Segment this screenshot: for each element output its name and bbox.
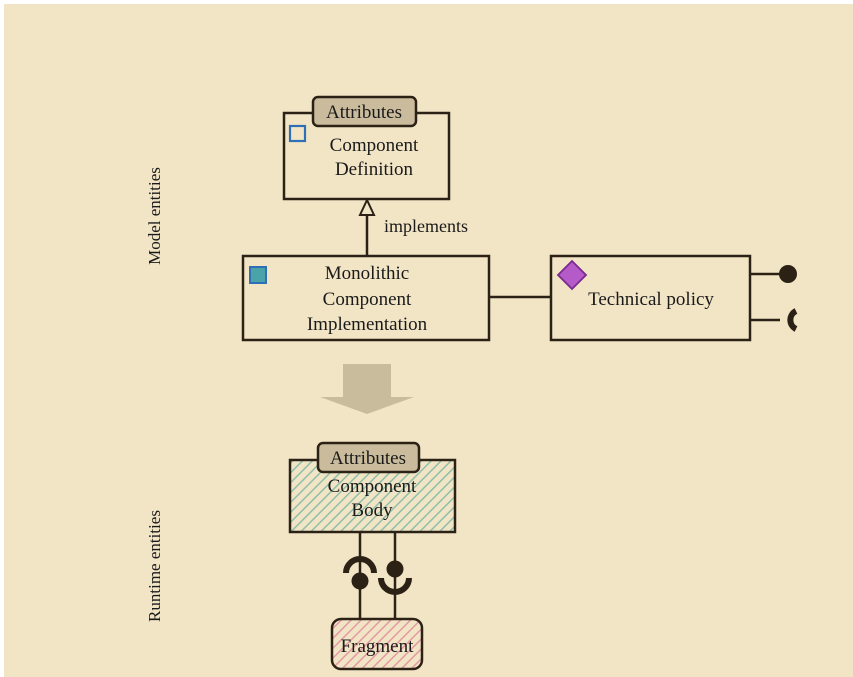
definition-attributes-badge: Attributes: [311, 95, 418, 128]
component-definition-box[interactable]: Component Definition: [282, 111, 451, 201]
fragment-box[interactable]: Fragment: [330, 617, 424, 671]
technical-policy-box[interactable]: Technical policy: [549, 254, 752, 342]
right-interface-connector: [378, 532, 412, 620]
left-socket-icon: [343, 556, 377, 574]
definition-marker-icon: [288, 124, 307, 143]
definition-attributes-label: Attributes: [326, 102, 402, 123]
body-attributes-label: Attributes: [330, 448, 406, 469]
monolithic-line3: Implementation: [307, 314, 428, 335]
implements-label: implements: [384, 216, 468, 236]
component-body-line1: Component: [328, 476, 417, 497]
component-definition-line2: Definition: [335, 159, 414, 180]
left-ball-icon: [351, 572, 369, 590]
left-interface-connector: [343, 532, 377, 620]
policy-provided-interface-icon: [750, 265, 797, 283]
transformation-arrow: [320, 364, 414, 414]
policy-required-interface-icon: [750, 308, 798, 332]
right-socket-icon: [378, 577, 412, 595]
implementation-marker-icon: [249, 266, 267, 284]
body-attributes-badge: Attributes: [316, 441, 421, 474]
implements-arrow-head: [358, 197, 376, 216]
monolithic-line1: Monolithic: [325, 263, 409, 284]
policy-diamond-icon: [556, 259, 588, 291]
model-entities-label: Model entities: [145, 167, 164, 265]
fragment-label: Fragment: [341, 636, 415, 657]
right-ball-icon: [386, 560, 404, 578]
monolithic-line2: Component: [323, 289, 412, 310]
technical-policy-label: Technical policy: [588, 289, 714, 310]
monolithic-implementation-box[interactable]: Monolithic Component Implementation: [241, 254, 491, 342]
component-body-line2: Body: [351, 500, 393, 521]
runtime-entities-label: Runtime entities: [145, 510, 164, 622]
component-definition-line1: Component: [330, 135, 419, 156]
